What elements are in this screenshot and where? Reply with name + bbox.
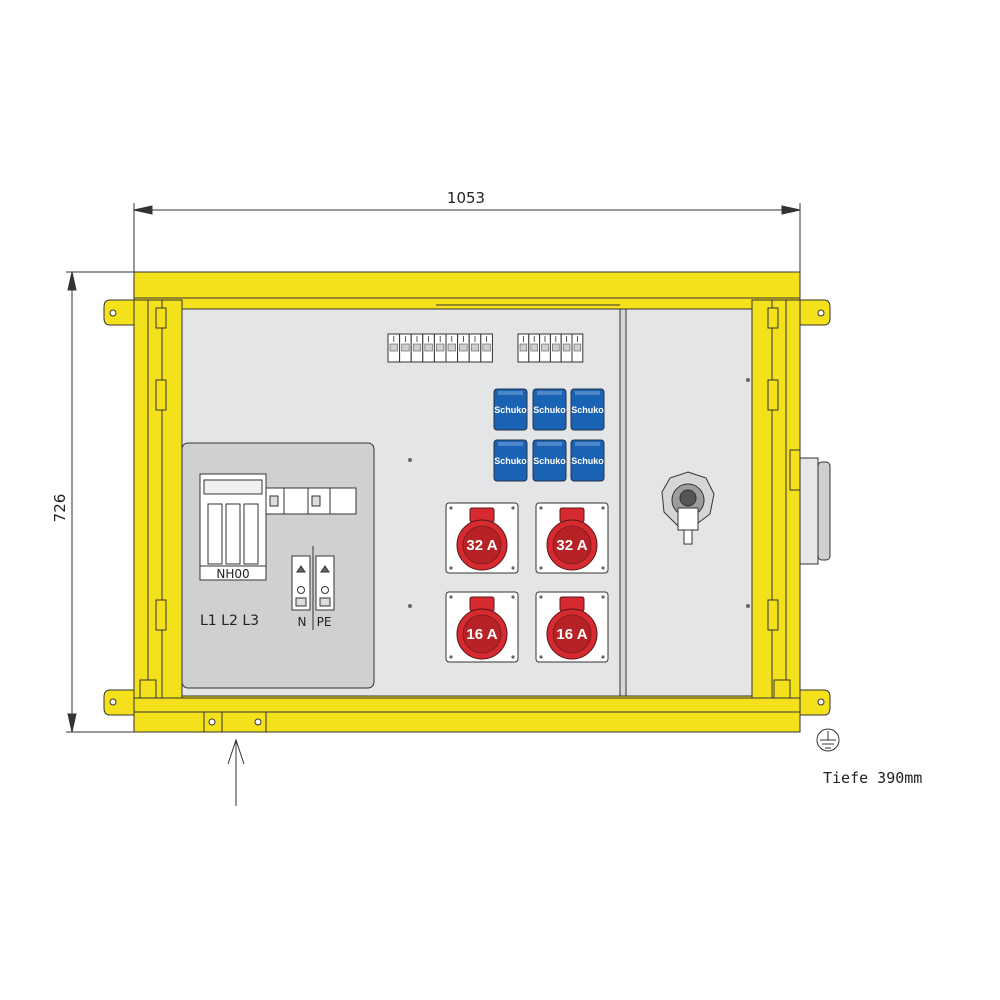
circuit-breaker	[480, 333, 493, 363]
circuit-breakers-right	[517, 333, 584, 363]
height-dimension	[66, 271, 134, 733]
schuko-socket: Schuko	[493, 388, 528, 431]
schuko-socket: Schuko	[493, 439, 528, 482]
fuse-label: NH00	[216, 567, 249, 581]
circuit-breaker	[433, 333, 447, 363]
cee-sockets: 32 A 32 A 16 A 16 A	[445, 502, 609, 663]
circuit-breaker	[399, 333, 412, 363]
side-handle	[799, 457, 831, 565]
schuko-label: Schuko	[494, 456, 527, 466]
cable-entry-plate	[203, 711, 267, 733]
cee-socket-label: 32 A	[556, 537, 587, 554]
n-terminal-label: N	[298, 615, 307, 629]
circuit-breaker	[517, 333, 530, 363]
circuit-breaker	[468, 333, 482, 363]
schuko-label: Schuko	[494, 405, 527, 415]
nh-fuse-base	[199, 473, 267, 581]
schuko-socket: Schuko	[570, 439, 605, 482]
schuko-label: Schuko	[533, 405, 566, 415]
schuko-label: Schuko	[533, 456, 566, 466]
hinges	[139, 307, 801, 699]
circuit-breaker	[560, 333, 573, 363]
circuit-breaker	[410, 333, 424, 363]
schuko-label: Schuko	[571, 405, 604, 415]
circuit-breaker	[539, 333, 551, 363]
width-label: 1053	[447, 189, 485, 207]
circuit-breaker	[387, 333, 401, 363]
cee-socket: 32 A	[535, 502, 609, 574]
width-dimension	[133, 203, 801, 272]
circuit-breaker	[528, 333, 541, 363]
phase-label: L1 L2 L3	[200, 613, 259, 629]
circuit-breaker	[422, 333, 435, 363]
height-label: 726	[51, 494, 69, 523]
cee-socket-label: 16 A	[466, 626, 497, 643]
schuko-label: Schuko	[571, 456, 604, 466]
pe-terminal-label: PE	[317, 615, 332, 629]
schuko-socket: Schuko	[532, 439, 567, 482]
schuko-socket: Schuko	[532, 388, 567, 431]
depth-label: Tiefe 390mm	[823, 769, 922, 787]
mounting-lugs	[103, 299, 831, 716]
schuko-socket: Schuko	[570, 388, 605, 431]
earth-ground-icon	[816, 728, 840, 752]
main-switch	[661, 471, 715, 545]
control-breaker	[265, 487, 357, 515]
cee-socket: 16 A	[535, 591, 609, 663]
circuit-breaker	[571, 333, 584, 363]
arrow-up-icon	[227, 738, 245, 806]
cee-socket-label: 16 A	[556, 626, 587, 643]
neutral-pe-terminals	[291, 546, 335, 630]
circuit-breaker	[457, 333, 470, 363]
circuit-breaker	[549, 333, 562, 363]
cee-socket-label: 32 A	[466, 537, 497, 554]
cee-socket: 32 A	[445, 502, 519, 574]
circuit-breaker	[445, 333, 459, 363]
partition-wall	[619, 308, 627, 697]
circuit-breakers-left	[387, 333, 493, 363]
cee-socket: 16 A	[445, 591, 519, 663]
